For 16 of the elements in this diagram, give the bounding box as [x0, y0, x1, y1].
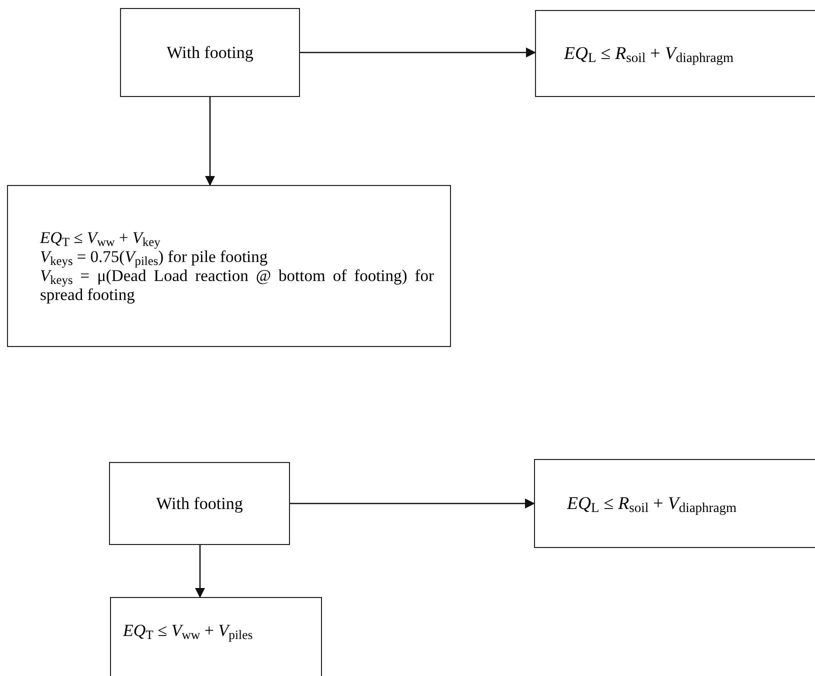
box-text: EQ$_{L}$ ≤ R$_{soil}$ + V$_{diaphragm}$: [566, 492, 738, 517]
process-box: [534, 459, 815, 548]
box-text: With footing: [155, 492, 244, 515]
process-box: [110, 597, 322, 676]
arrow: [290, 498, 535, 508]
process-box: [7, 185, 451, 347]
arrow: [205, 97, 215, 186]
arrow: [300, 48, 536, 58]
process-box: [535, 10, 815, 97]
box-text: With footing: [166, 42, 254, 64]
arrow: [195, 545, 205, 598]
process-box: [120, 8, 300, 97]
box-text: EQ$_{T}$ ≤ V$_{ww}$ + V$_{key}$: [38, 228, 162, 247]
box-text: EQ$_{T}$ ≤ V$_{ww}$ + V$_{piles}$: [122, 620, 254, 644]
box-text: EQ$_{L}$ ≤ R$_{soil}$ + V$_{diaphragm}$: [562, 42, 735, 67]
process-box: [109, 462, 290, 545]
